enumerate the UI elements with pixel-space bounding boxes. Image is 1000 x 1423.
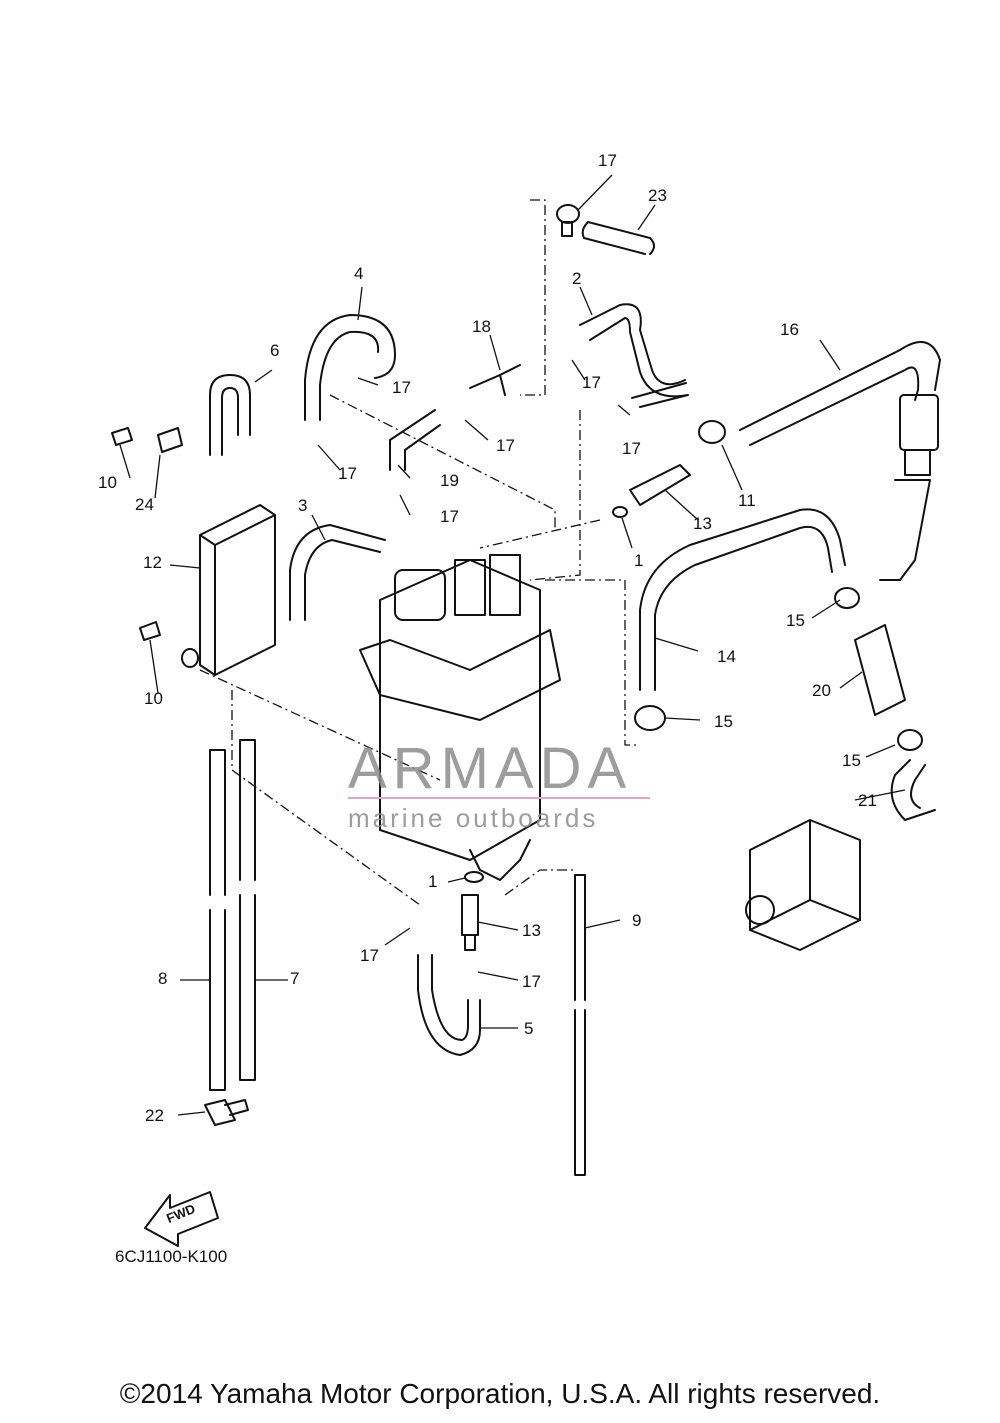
bolt-10b bbox=[139, 621, 161, 641]
bolt-10a bbox=[111, 427, 133, 446]
watermark-subtitle: marine outboards bbox=[348, 803, 599, 833]
callout-5: 5 bbox=[524, 1019, 534, 1038]
callout-11: 11 bbox=[738, 491, 756, 510]
watermark-title: ARMADA bbox=[348, 736, 633, 801]
hose-8 bbox=[209, 749, 226, 1091]
callout-17f: 17 bbox=[338, 464, 357, 483]
canister-12 bbox=[199, 504, 276, 676]
callout-22: 22 bbox=[145, 1106, 164, 1125]
hose-19 bbox=[389, 409, 441, 471]
callout-15a: 15 bbox=[786, 611, 805, 630]
hose-9 bbox=[574, 874, 586, 1176]
hose-23 bbox=[581, 221, 655, 255]
callout-10a: 10 bbox=[98, 473, 117, 492]
hose-6 bbox=[209, 374, 251, 456]
clamp-11 bbox=[698, 420, 726, 444]
callout-8: 8 bbox=[158, 969, 168, 988]
copyright-text: ©2014 Yamaha Motor Corporation, U.S.A. A… bbox=[119, 1378, 881, 1409]
callout-21: 21 bbox=[858, 791, 877, 810]
callout-13a: 13 bbox=[693, 514, 712, 533]
fitting-13b bbox=[461, 894, 479, 951]
callout-20: 20 bbox=[812, 681, 831, 700]
callout-9: 9 bbox=[632, 911, 642, 930]
callout-10b: 10 bbox=[144, 689, 163, 708]
clamp-15c bbox=[897, 729, 923, 751]
oring-1b bbox=[464, 871, 484, 883]
clip-17a bbox=[556, 204, 580, 224]
hose-7 bbox=[239, 739, 256, 1081]
callout-15b: 15 bbox=[714, 712, 733, 731]
callout-17h: 17 bbox=[360, 946, 379, 965]
hose-16 bbox=[739, 341, 941, 446]
callout-17i: 17 bbox=[522, 972, 541, 991]
callout-19: 19 bbox=[440, 471, 459, 490]
part-code: 6CJ1100-K100 bbox=[115, 1247, 228, 1266]
clamp-24 bbox=[157, 427, 183, 453]
callout-16: 16 bbox=[780, 320, 799, 339]
hose-4 bbox=[304, 314, 396, 421]
callout-15c: 15 bbox=[842, 751, 861, 770]
callout-12: 12 bbox=[143, 553, 162, 572]
callout-17g: 17 bbox=[440, 507, 459, 526]
hose-3 bbox=[289, 524, 386, 621]
callout-13b: 13 bbox=[522, 921, 541, 940]
callout-17c: 17 bbox=[392, 378, 411, 397]
fitting-13a bbox=[629, 464, 691, 506]
callout-23: 23 bbox=[648, 186, 667, 205]
tee-18 bbox=[469, 364, 521, 396]
hose-14 bbox=[639, 508, 846, 691]
clamp-15a bbox=[634, 705, 666, 731]
oring-1a bbox=[612, 506, 628, 518]
callout-1a: 1 bbox=[634, 551, 644, 570]
callout-17e: 17 bbox=[622, 439, 641, 458]
fuel-pump bbox=[749, 819, 861, 951]
callout-7: 7 bbox=[290, 969, 300, 988]
elbow-22 bbox=[204, 1099, 249, 1126]
callout-1b: 1 bbox=[428, 872, 438, 891]
hose-5 bbox=[417, 954, 481, 1056]
watermark-divider bbox=[348, 797, 650, 799]
hose-21 bbox=[890, 759, 936, 821]
callout-17a: 17 bbox=[598, 151, 617, 170]
callout-2: 2 bbox=[572, 269, 582, 288]
hose-2 bbox=[579, 303, 689, 408]
callout-4: 4 bbox=[354, 264, 364, 283]
fitting-16 bbox=[899, 394, 939, 451]
callout-17b: 17 bbox=[582, 373, 601, 392]
clamp-15b bbox=[834, 587, 860, 609]
callout-6: 6 bbox=[270, 341, 280, 360]
callout-18: 18 bbox=[472, 317, 491, 336]
callout-24: 24 bbox=[135, 495, 154, 514]
callout-14: 14 bbox=[717, 647, 736, 666]
callout-3: 3 bbox=[298, 496, 308, 515]
fwd-arrow bbox=[144, 1191, 219, 1247]
filter-20 bbox=[854, 624, 906, 716]
callout-17d: 17 bbox=[496, 436, 515, 455]
